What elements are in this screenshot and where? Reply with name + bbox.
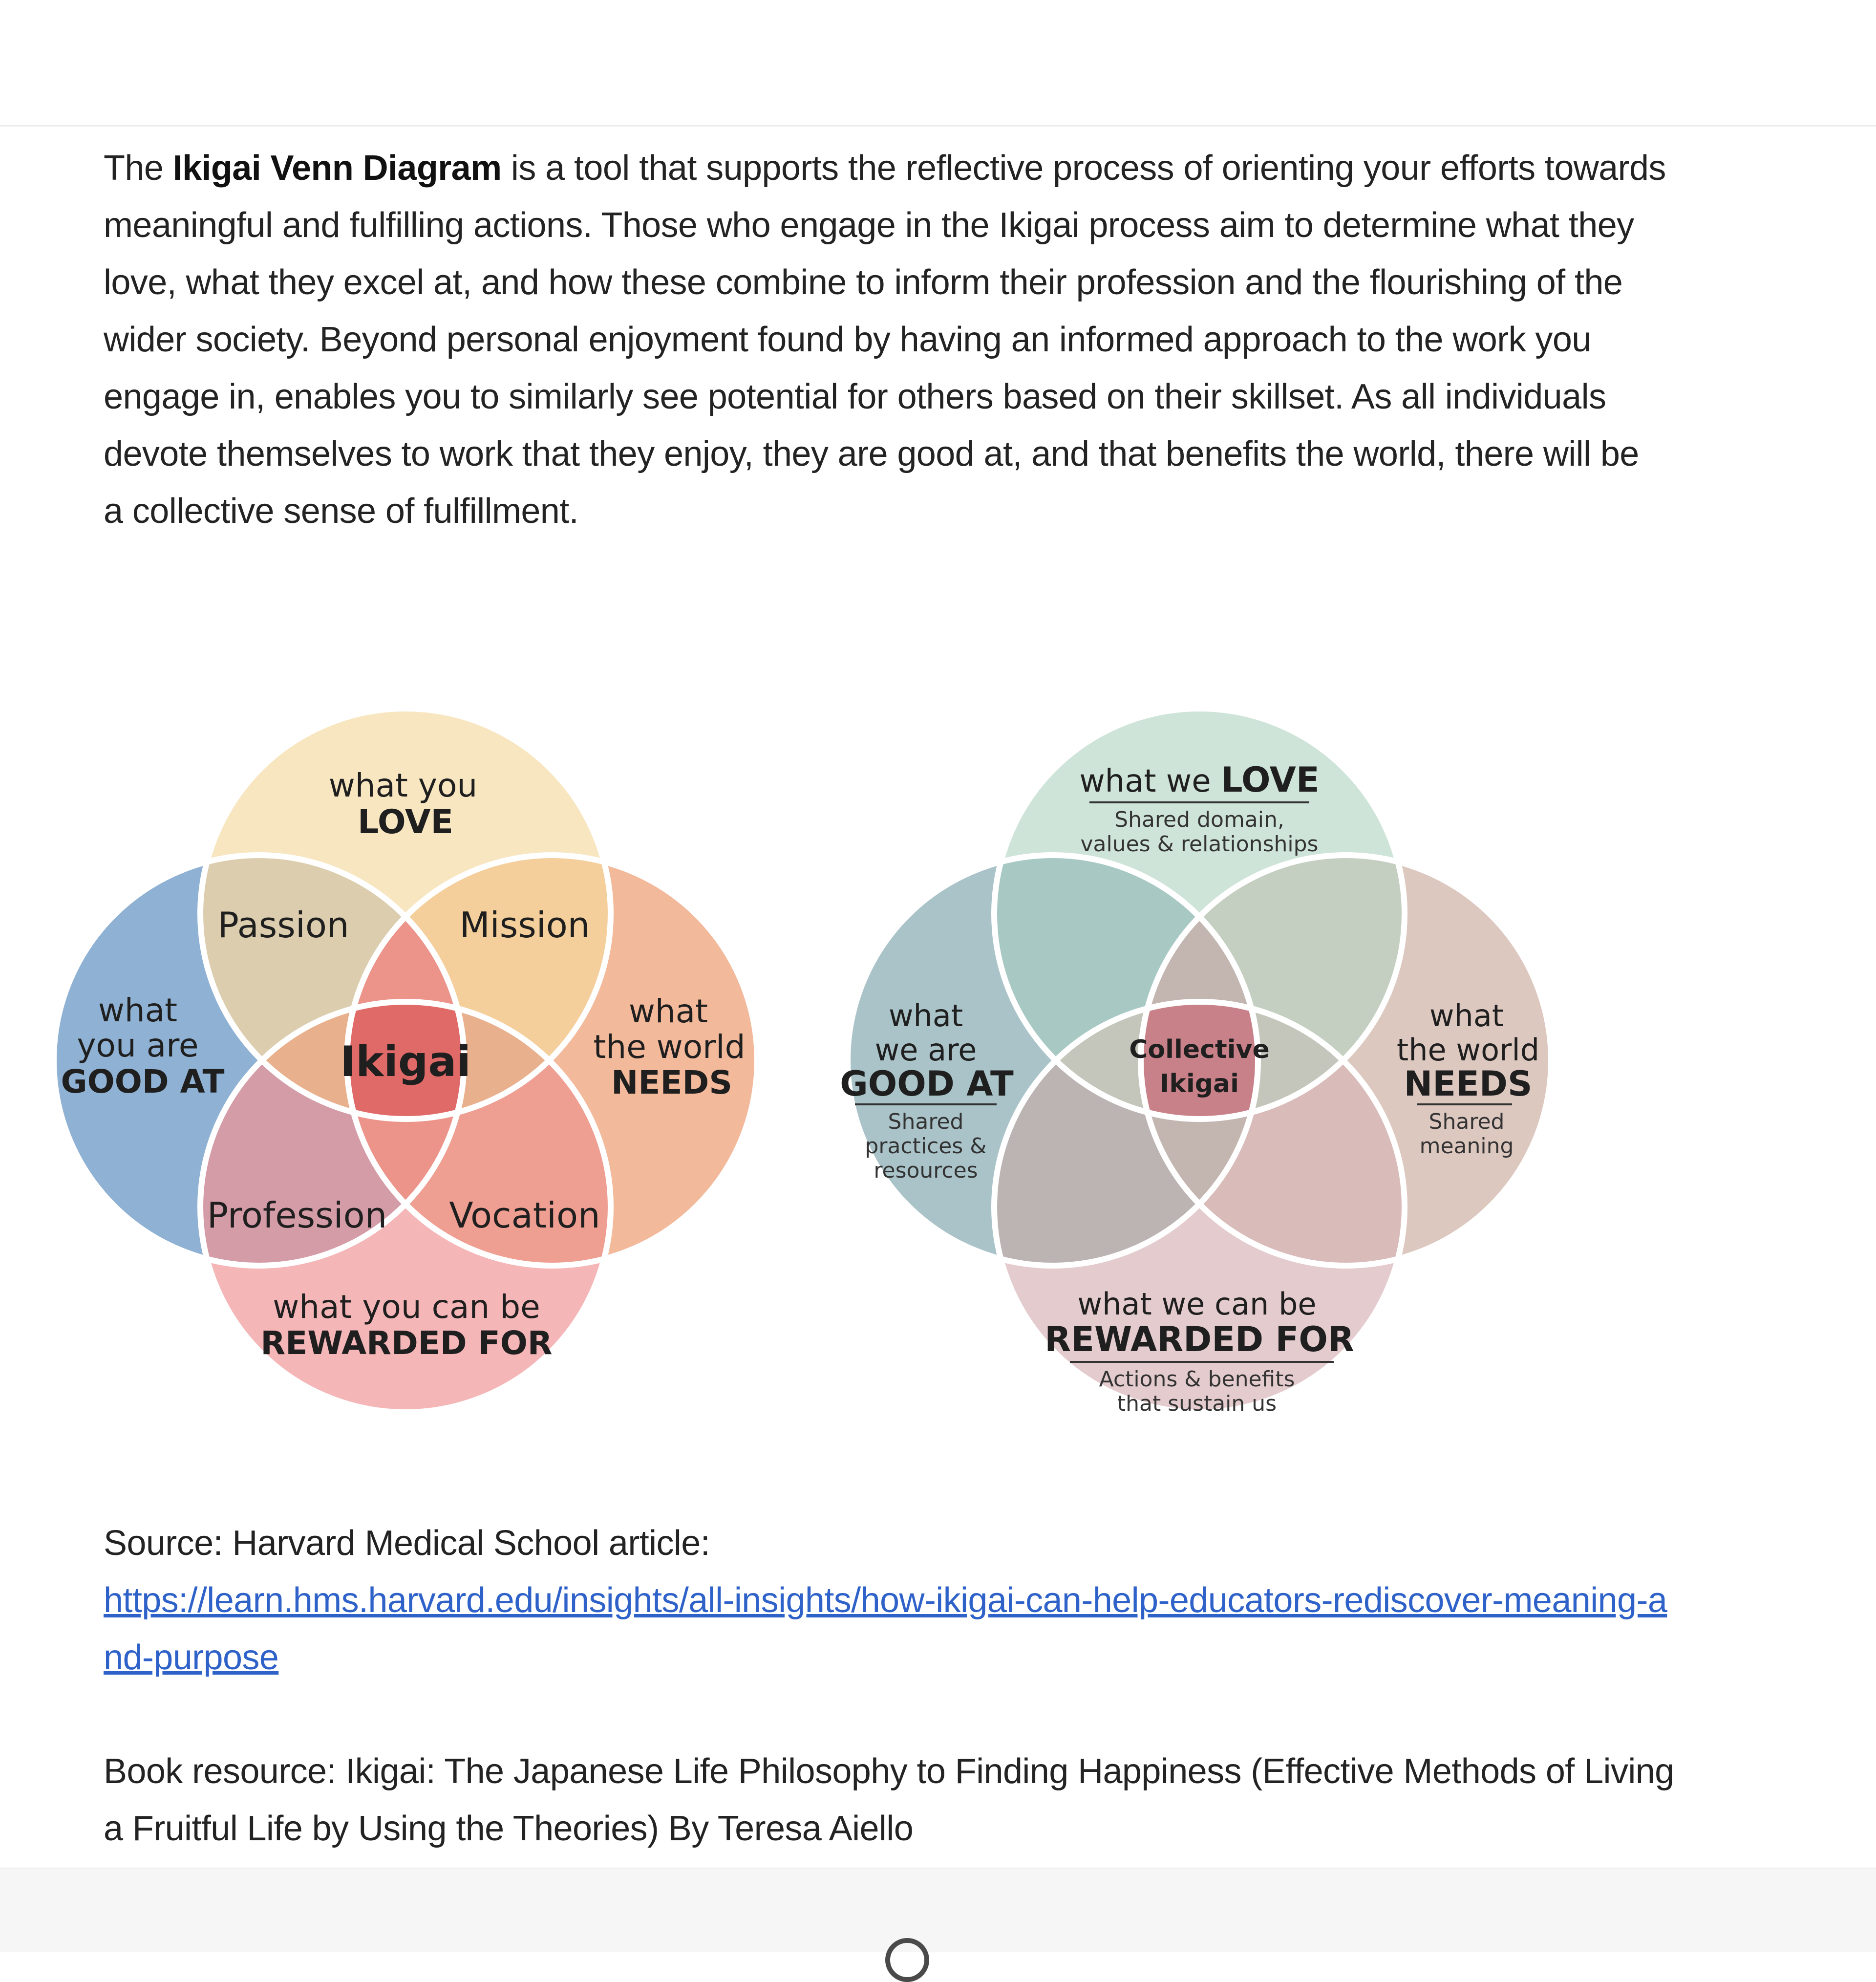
we-good-sub-c: resources [874,1158,978,1183]
intro-term: Ikigai Venn Diagram [172,149,502,188]
collective-ikigai-label-b: Ikigai [1160,1069,1239,1099]
we-needs-label-c: NEEDS [1404,1064,1533,1104]
intro-paragraph: The Ikigai Venn Diagram is a tool that s… [104,140,1667,540]
we-love-heading: what we LOVE [1079,760,1319,800]
ikigai-diagrams: what you LOVE what you are GOOD AT what … [49,704,1612,1446]
region-collective-ikigai [1141,1002,1258,1119]
we-good-label-c: GOOD AT [840,1064,1014,1104]
intro-rest: is a tool that supports the reflective p… [104,149,1666,531]
we-needs-sub-b: meaning [1420,1134,1514,1159]
diagram-right: what we LOVE Shared domain, values & rel… [840,706,1554,1416]
we-rewarded-label-b: REWARDED FOR [1045,1319,1354,1359]
top-bar [0,0,1876,127]
mission-label: Mission [460,905,590,946]
source-block: Source: Harvard Medical School article: … [104,1515,1677,1686]
diagram-left: what you LOVE what you are GOOD AT what … [51,706,760,1415]
we-love-sub-b: values & relationships [1081,832,1319,857]
needs-label-c: NEEDS [611,1064,732,1101]
good-at-label-c: GOOD AT [61,1063,224,1100]
article-body: The Ikigai Venn Diagram is a tool that s… [104,140,1667,540]
we-rewarded-label-a: what we can be [1077,1286,1316,1322]
needs-label-a: what [629,992,708,1030]
ikigai-center-label: Ikigai [340,1037,471,1086]
region-ikigai [347,1002,464,1119]
source-link[interactable]: https://learn.hms.harvard.edu/insights/a… [104,1581,1667,1677]
we-good-label-b: we are [875,1032,977,1068]
we-good-label-a: what [889,998,963,1034]
good-at-label-b: you are [77,1027,199,1064]
we-rewarded-sub-a: Actions & benefits [1099,1367,1295,1392]
rewarded-label-b: REWARDED FOR [260,1324,552,1362]
we-good-sub-a: Shared [888,1109,964,1134]
we-rewarded-sub-b: that sustain us [1117,1391,1277,1416]
we-good-sub-b: practices & [865,1134,986,1159]
scroll-indicator-icon[interactable] [885,1938,929,1982]
we-love-label-a: what we [1079,763,1221,799]
needs-label-b: the world [593,1028,745,1066]
rewarded-label-a: what you can be [273,1288,540,1326]
vocation-label: Vocation [449,1195,600,1236]
intro-lead: The [104,149,173,188]
we-needs-sub-a: Shared [1429,1109,1505,1134]
we-love-label-b: LOVE [1221,760,1320,800]
profession-label: Profession [207,1195,387,1236]
good-at-label-a: what [98,991,177,1029]
we-needs-label-b: the world [1397,1032,1539,1068]
book-resource: Book resource: Ikigai: The Japanese Life… [104,1752,1674,1848]
love-label-b: LOVE [358,803,453,841]
ikigai-diagrams-svg: what you LOVE what you are GOOD AT what … [51,706,1554,1416]
love-label-a: what you [329,767,477,804]
bottom-bar [0,1868,1876,1952]
we-needs-label-a: what [1429,998,1504,1034]
passion-label: Passion [217,905,349,946]
source-label: Source: Harvard Medical School article: [104,1524,710,1563]
we-love-sub-a: Shared domain, [1114,807,1284,832]
collective-ikigai-label-a: Collective [1129,1035,1269,1064]
